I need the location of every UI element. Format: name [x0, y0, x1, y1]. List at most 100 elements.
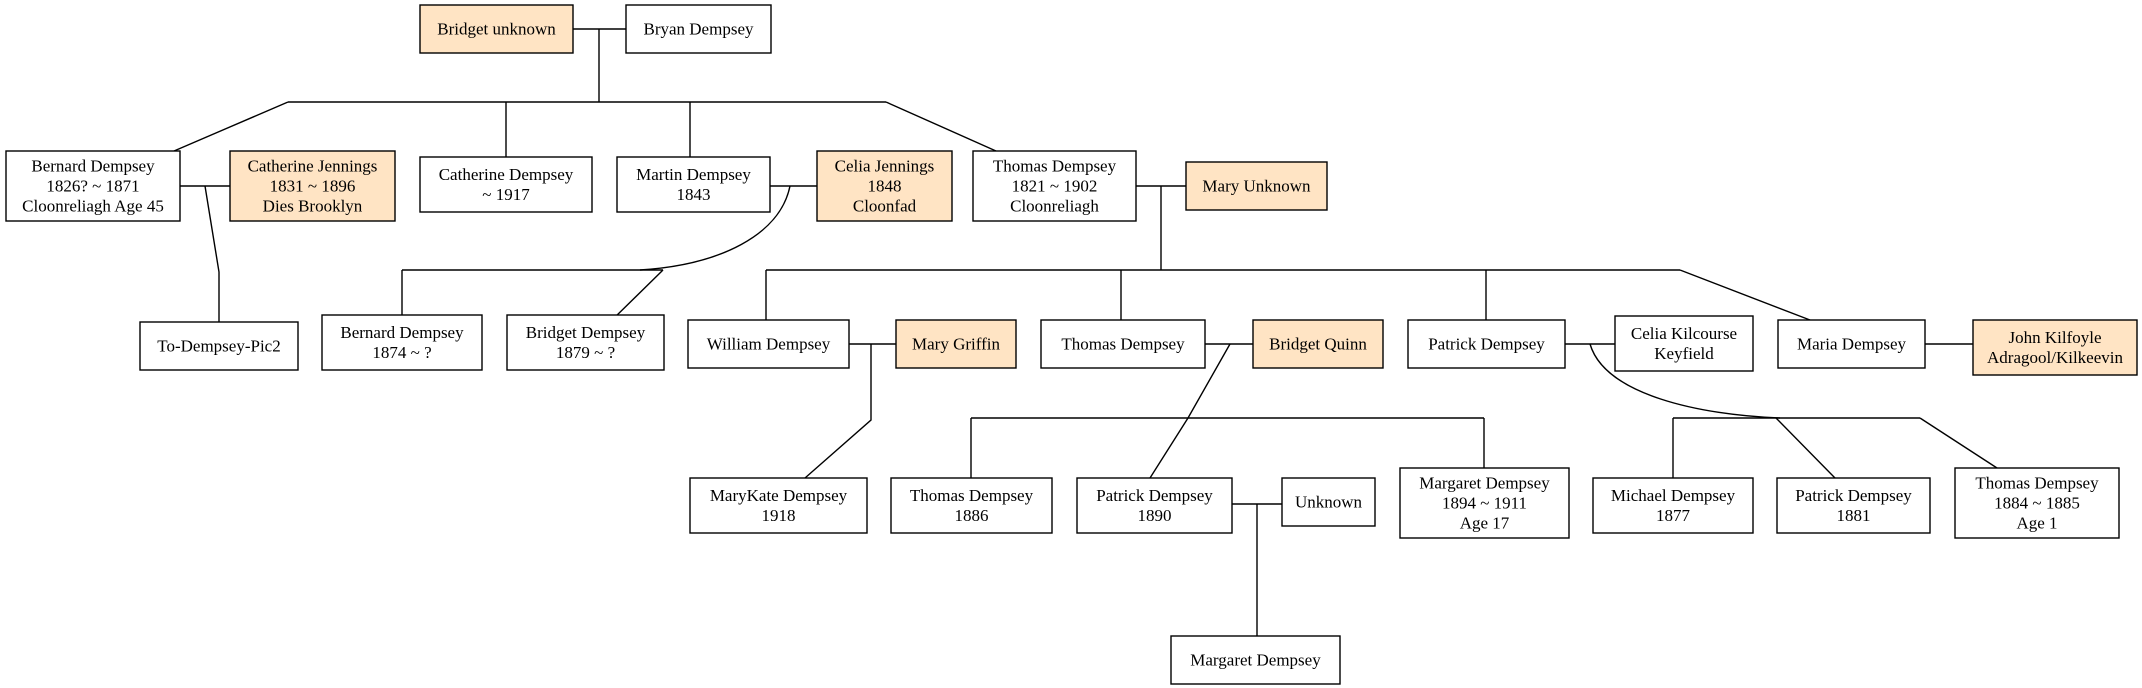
- node-label-line: Patrick Dempsey: [1428, 335, 1545, 354]
- node-label-line: Unknown: [1295, 493, 1363, 512]
- node-label-line: MaryKate Dempsey: [710, 486, 848, 505]
- node-label-line: 1826? ~ 1871: [46, 177, 139, 196]
- node-label-line: Cloonreliagh Age 45: [22, 197, 164, 216]
- link-to-dempsey-pic2: [204, 185, 220, 322]
- node-label-line: Bernard Dempsey: [31, 157, 155, 176]
- node-label-line: Age 17: [1460, 514, 1510, 533]
- node-box: [625, 4, 772, 54]
- node-box: [1076, 477, 1233, 534]
- child-line-bernard: [173, 101, 289, 152]
- node-box: [139, 321, 299, 371]
- node-label-line: 1877: [1656, 506, 1691, 525]
- node-label-line: Margaret Dempsey: [1419, 474, 1550, 493]
- node-label-line: Bridget Dempsey: [526, 323, 646, 342]
- descent-line-martin: [639, 185, 791, 271]
- node-label-line: 1879 ~ ?: [556, 343, 615, 362]
- node-label-line: Age 1: [2016, 514, 2057, 533]
- node-thomas-dempsey-son[interactable]: Thomas Dempsey: [1040, 319, 1206, 369]
- node-to-dempsey-pic2[interactable]: To-Dempsey-Pic2: [139, 321, 299, 371]
- node-label-line: Dies Brooklyn: [263, 197, 363, 216]
- node-box: [1281, 477, 1376, 527]
- node-label-line: Cloonreliagh: [1010, 197, 1099, 216]
- node-maria-dempsey[interactable]: Maria Dempsey: [1777, 319, 1926, 369]
- node-mary-unknown[interactable]: Mary Unknown: [1185, 161, 1328, 211]
- node-bridget-unknown[interactable]: Bridget unknown: [419, 4, 574, 54]
- node-margaret-dempsey[interactable]: Margaret Dempsey: [1170, 635, 1341, 685]
- node-label-line: Michael Dempsey: [1611, 486, 1736, 505]
- node-label-line: 1821 ~ 1902: [1012, 177, 1098, 196]
- node-label-line: Mary Griffin: [912, 335, 1000, 354]
- node-box: [1777, 319, 1926, 369]
- node-patrick-dempsey-son[interactable]: Patrick Dempsey: [1407, 319, 1566, 369]
- node-william-dempsey[interactable]: William Dempsey: [687, 319, 850, 369]
- node-unknown[interactable]: Unknown: [1281, 477, 1376, 527]
- node-label-line: Bernard Dempsey: [340, 323, 464, 342]
- node-label-line: ~ 1917: [482, 185, 530, 204]
- node-label-line: Bryan Dempsey: [643, 20, 754, 39]
- node-box: [1399, 467, 1570, 539]
- node-label-line: Patrick Dempsey: [1096, 486, 1213, 505]
- node-label-line: Thomas Dempsey: [993, 157, 1117, 176]
- node-label-line: 1884 ~ 1885: [1994, 494, 2080, 513]
- node-box: [229, 150, 396, 222]
- child-line-bridget-1879: [609, 269, 664, 323]
- node-label-line: Bridget unknown: [437, 20, 556, 39]
- node-mary-griffin[interactable]: Mary Griffin: [895, 319, 1017, 369]
- node-label-line: 1874 ~ ?: [372, 343, 431, 362]
- node-label-line: Keyfield: [1654, 344, 1714, 363]
- node-label-line: 1881: [1837, 506, 1871, 525]
- node-box: [321, 314, 483, 371]
- node-label-line: 1843: [677, 185, 711, 204]
- child-line-thomas-1884: [1919, 417, 1998, 469]
- node-label-line: Adragool/Kilkeevin: [1987, 348, 2123, 367]
- node-label-line: Thomas Dempsey: [1061, 335, 1185, 354]
- child-line-maria: [1679, 269, 1811, 321]
- node-box: [972, 150, 1137, 222]
- node-box: [1972, 319, 2138, 376]
- node-label-line: Mary Unknown: [1202, 177, 1311, 196]
- node-label-line: To-Dempsey-Pic2: [157, 337, 280, 356]
- node-bryan-dempsey[interactable]: Bryan Dempsey: [625, 4, 772, 54]
- node-box: [1040, 319, 1206, 369]
- descent-line-patrick: [1589, 343, 1781, 419]
- node-label-line: 1890: [1138, 506, 1172, 525]
- child-line-patrick-1881: [1775, 417, 1836, 479]
- node-box: [689, 477, 868, 534]
- node-box: [890, 477, 1053, 534]
- node-box: [687, 319, 850, 369]
- node-box: [1954, 467, 2120, 539]
- node-box: [616, 156, 771, 213]
- node-catherine-dempsey[interactable]: Catherine Dempsey~ 1917: [419, 156, 593, 213]
- node-label-line: 1886: [955, 506, 989, 525]
- node-box: [1407, 319, 1566, 369]
- node-bridget-quinn[interactable]: Bridget Quinn: [1252, 319, 1384, 369]
- descent-line-william: [804, 344, 872, 479]
- node-box: [419, 156, 593, 213]
- node-box: [419, 4, 574, 54]
- node-box: [506, 314, 665, 371]
- node-label-line: John Kilfoyle: [2008, 328, 2101, 347]
- node-label-line: Catherine Jennings: [248, 157, 378, 176]
- node-label-line: Maria Dempsey: [1797, 335, 1907, 354]
- node-label-line: 1848: [868, 177, 902, 196]
- node-box: [816, 150, 953, 222]
- node-box: [1776, 477, 1931, 534]
- node-box: [1185, 161, 1328, 211]
